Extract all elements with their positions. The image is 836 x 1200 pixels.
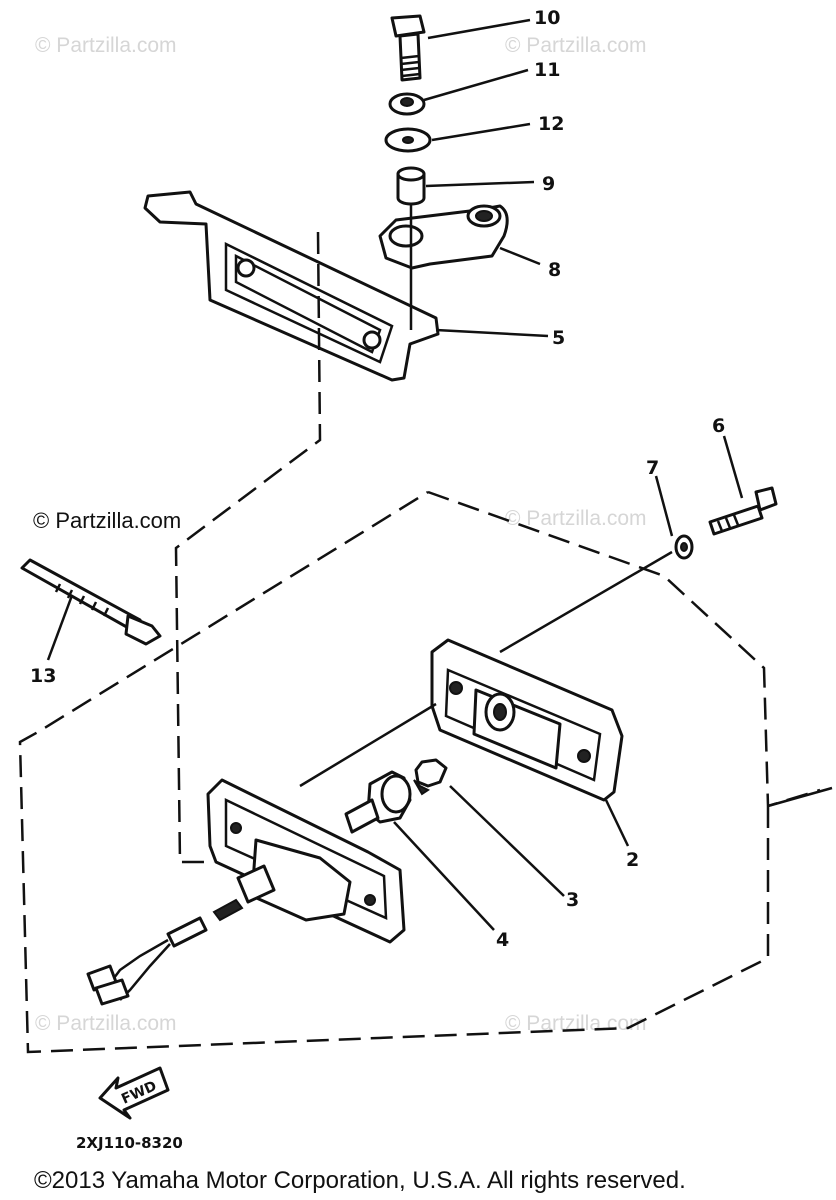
watermark-top-right: © Partzilla.com	[505, 34, 647, 57]
callout-12: 12	[538, 113, 564, 135]
callout-4: 4	[496, 929, 509, 951]
callout-9: 9	[542, 173, 555, 195]
watermark-top-left: © Partzilla.com	[35, 34, 177, 57]
watermark-bottom-right: © Partzilla.com	[505, 1012, 647, 1035]
watermark-mid-right: © Partzilla.com	[505, 507, 647, 530]
part-7-washer	[674, 534, 694, 560]
leader-7	[654, 475, 674, 537]
assembly-line-bracket	[174, 231, 322, 864]
callout-2: 2	[626, 849, 639, 871]
leader-11	[423, 68, 529, 102]
part-12-washer	[384, 127, 432, 153]
callout-11: 11	[534, 59, 560, 81]
group-outline-leader	[767, 786, 833, 808]
copyright-notice: ©2013 Yamaha Motor Corporation, U.S.A. A…	[34, 1167, 686, 1194]
leader-6	[722, 435, 744, 499]
fwd-arrow-icon: FWD	[98, 1066, 170, 1120]
part-10-bolt	[390, 14, 426, 82]
assembly-line-bulb	[299, 702, 437, 788]
leader-10	[427, 18, 531, 40]
part-9-collar	[396, 166, 426, 206]
leader-2	[604, 799, 630, 847]
tail-light-base	[86, 778, 406, 1006]
leader-9	[425, 180, 535, 188]
part-2-lens-cover	[430, 638, 624, 802]
group-outline	[18, 490, 821, 1054]
part-13-cable-tie	[20, 558, 162, 646]
leader-4	[393, 821, 495, 931]
callout-5: 5	[552, 327, 565, 349]
part-11-lock-washer	[388, 92, 426, 116]
callout-13: 13	[30, 665, 56, 687]
diagram-code: 2XJ110-8320	[76, 1134, 183, 1152]
leader-5	[435, 328, 549, 338]
callout-8: 8	[548, 259, 561, 281]
assembly-line-screw	[499, 550, 673, 654]
leader-3	[449, 785, 565, 897]
leader-8	[499, 246, 541, 266]
callout-3: 3	[566, 889, 579, 911]
part-5-license-bracket	[143, 190, 440, 382]
part-8-arm-bracket	[378, 204, 509, 270]
watermark-mid-left: © Partzilla.com	[33, 508, 181, 533]
callout-7: 7	[646, 457, 659, 479]
callout-10: 10	[534, 7, 560, 29]
callout-6: 6	[712, 415, 725, 437]
leader-12	[431, 122, 531, 142]
leader-13	[46, 589, 76, 661]
part-6-screw	[708, 486, 778, 536]
part-3-bulb	[413, 758, 448, 796]
part-4-socket	[344, 770, 412, 834]
watermark-bottom-left: © Partzilla.com	[35, 1012, 177, 1035]
